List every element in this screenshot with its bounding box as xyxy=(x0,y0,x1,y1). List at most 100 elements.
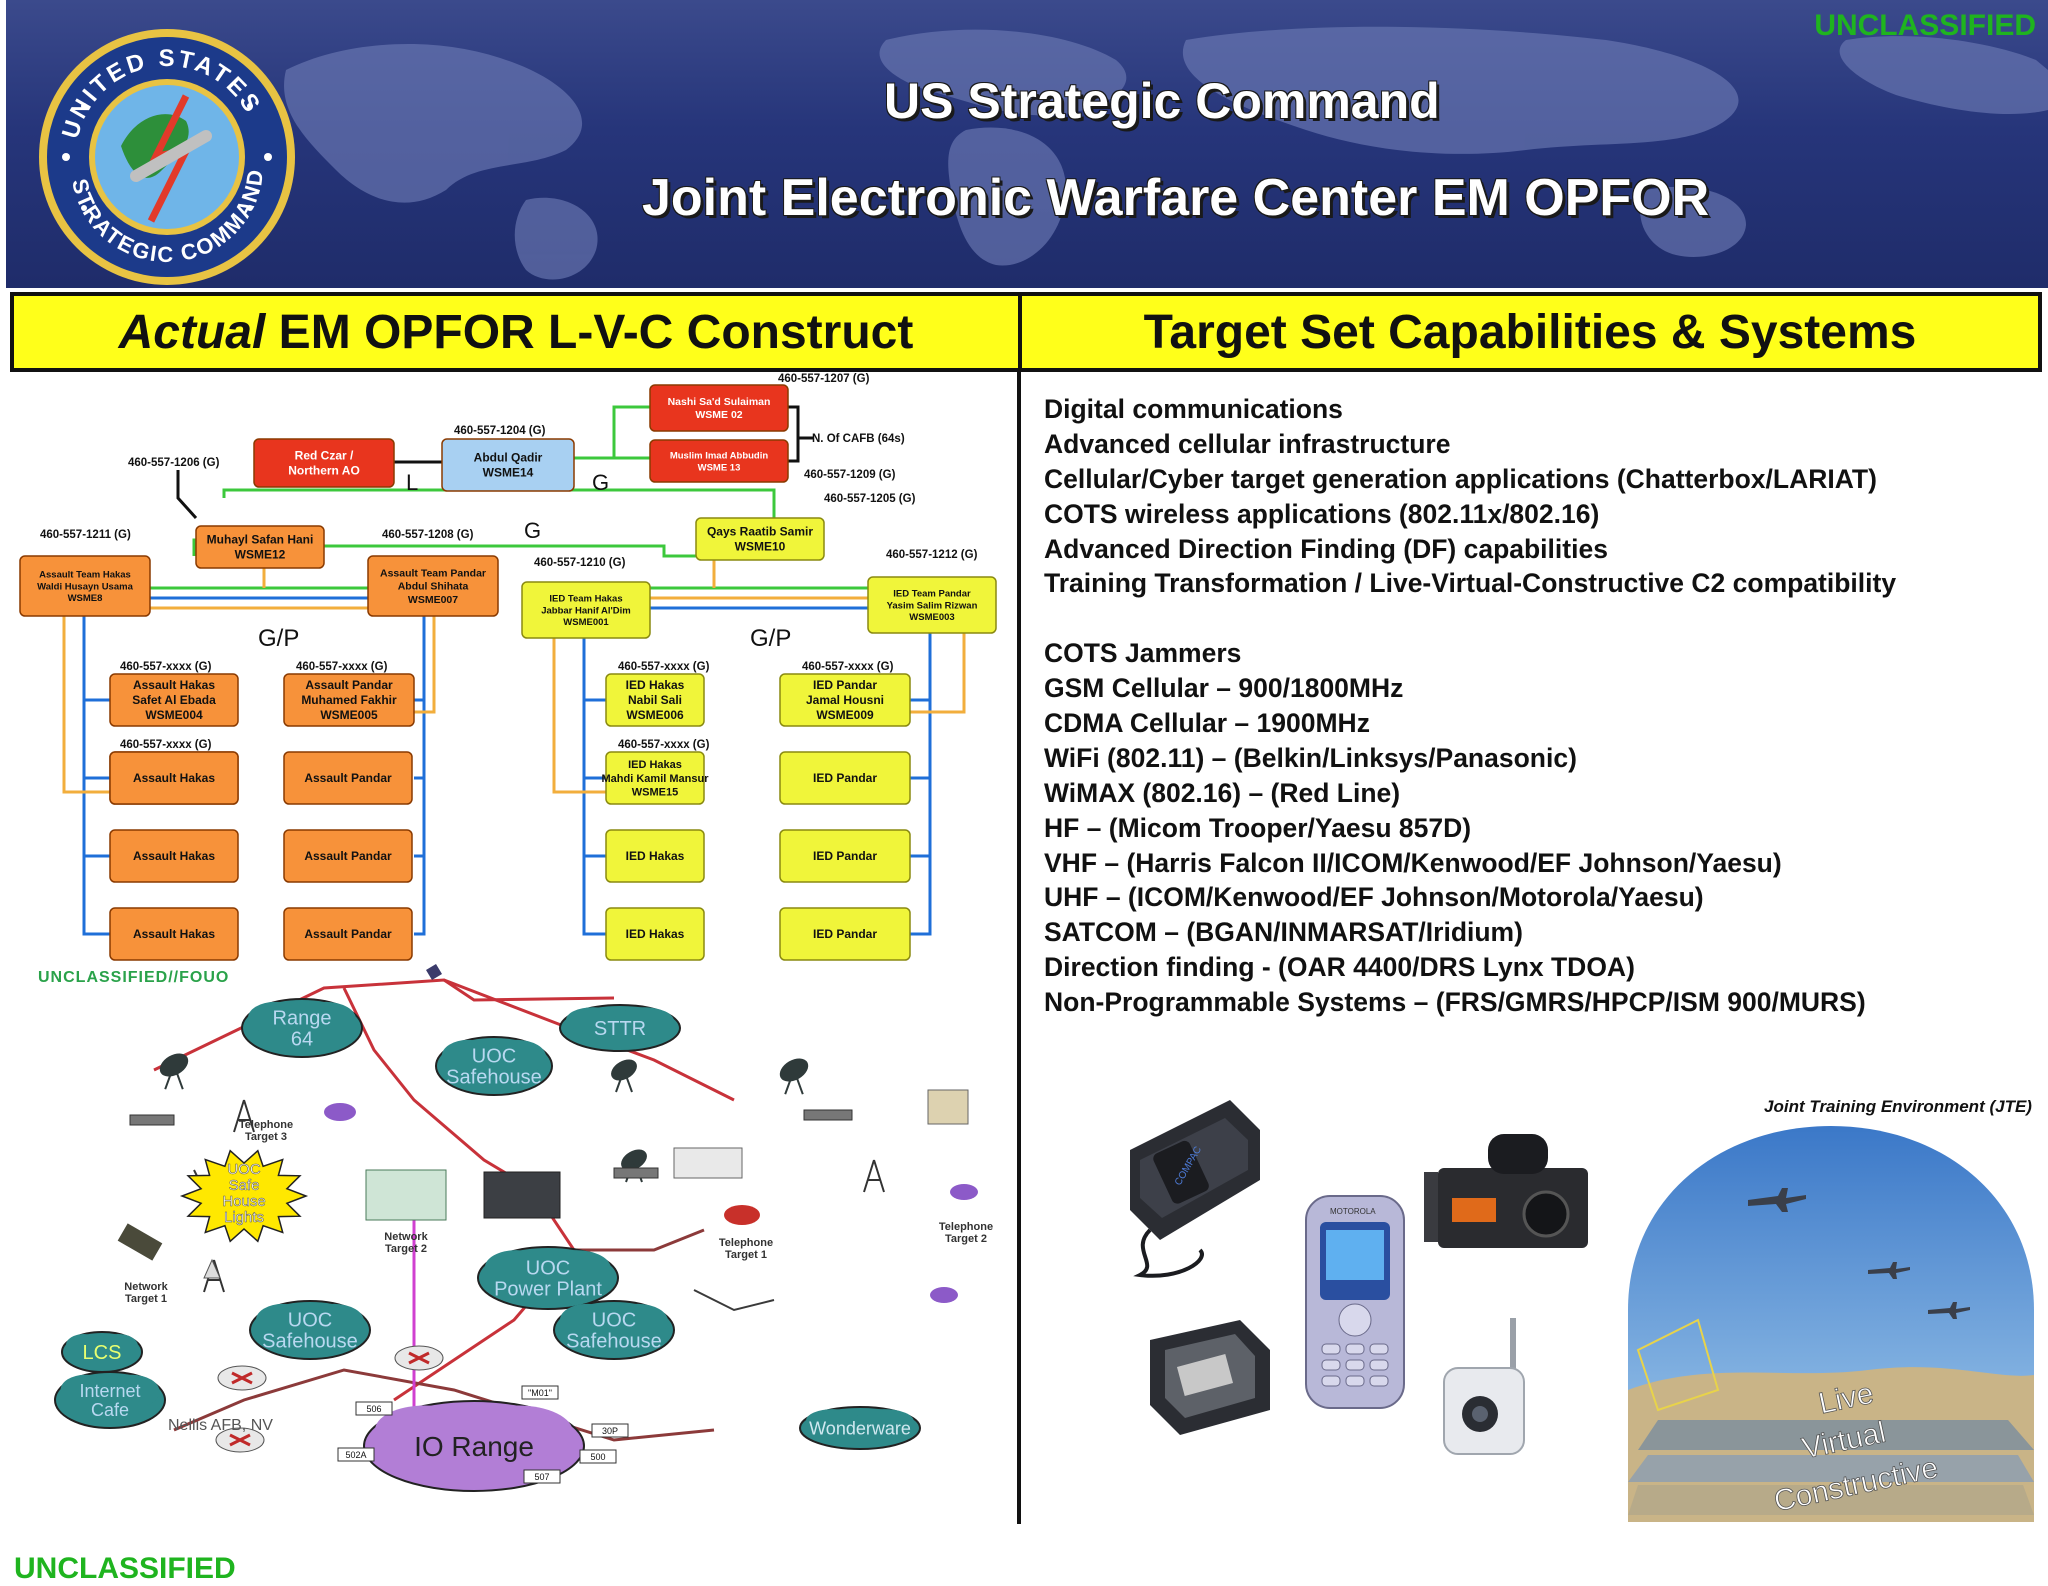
capability-item: UHF – (ICOM/Kenwood/EF Johnson/Motorola/… xyxy=(1044,882,1704,913)
cloud-label: Power Plant xyxy=(494,1279,602,1301)
network-switch-icon xyxy=(803,1109,853,1121)
cloud-puff xyxy=(608,1303,668,1339)
org-node-label: Nabil Sali xyxy=(628,693,682,707)
phone-handset-icon xyxy=(950,1184,978,1200)
org-link xyxy=(582,638,606,936)
org-node-label: Qays Raatib Samir xyxy=(707,525,813,539)
network-target-label: Telephone xyxy=(719,1237,773,1249)
org-link xyxy=(910,633,932,936)
building-tag-label: "M01" xyxy=(528,1388,552,1398)
cloud-label: 64 xyxy=(291,1029,313,1051)
cloud-label: Safehouse xyxy=(262,1331,358,1353)
org-node-label: Safet Al Ebada xyxy=(132,693,216,707)
org-node-label: WSME006 xyxy=(626,708,684,722)
burst-label: House xyxy=(222,1193,265,1210)
cell-phone-image: MOTOROLA xyxy=(1305,1195,1405,1409)
server-rack-icon xyxy=(365,1169,447,1221)
building-tag-box xyxy=(337,1447,375,1462)
header-italic-word: Actual xyxy=(118,305,266,359)
org-node-box xyxy=(109,673,239,727)
nellis-label: Nellis AFB, NV xyxy=(168,1417,273,1434)
phone-handset-icon xyxy=(930,1287,958,1303)
org-node-assault_pandar: Assault Pandar xyxy=(283,829,413,883)
capability-item: VHF – (Harris Falcon II/ICOM/Kenwood/EF … xyxy=(1044,847,1782,878)
org-node-ied_pandar: IED Pandar xyxy=(779,751,911,805)
cloud-puff xyxy=(98,1334,138,1358)
radio-tower-icon xyxy=(863,1159,885,1193)
org-link xyxy=(222,488,776,518)
cloud-label: STTR xyxy=(594,1018,646,1040)
org-node-ied_hakas: IED Hakas xyxy=(605,829,705,883)
network-target-label: Network xyxy=(384,1231,428,1243)
org-node-box xyxy=(283,907,413,961)
cloud-puff xyxy=(806,1409,860,1433)
cloud-label: LCS xyxy=(83,1342,122,1364)
org-node-label: Muslim Imad Abbudin xyxy=(670,450,769,461)
cloud-puff xyxy=(854,1409,914,1435)
org-node-assault_hakas: Assault Hakas xyxy=(109,829,239,883)
cloud-label: Safehouse xyxy=(566,1331,662,1353)
network-target-label: Target 1 xyxy=(725,1249,767,1261)
org-node-label: WSME009 xyxy=(816,708,874,722)
capability-item: HF – (Micom Trooper/Yaesu 857D) xyxy=(1044,812,1472,843)
org-node-label: IED Team Pandar xyxy=(893,588,971,599)
cloud-lcs: LCS xyxy=(61,1331,143,1373)
network-switch-icon xyxy=(129,1114,175,1126)
classification-marking-top: UNCLASSIFIED xyxy=(1814,9,2036,42)
wifi-camera-image xyxy=(1443,1318,1525,1455)
dish-stand xyxy=(615,1069,633,1093)
phone-handset-icon xyxy=(724,1205,760,1225)
capability-item: SATCOM – (BGAN/INMARSAT/Iridium) xyxy=(1044,917,1523,948)
satellite-dish-icon xyxy=(159,1053,189,1090)
org-node-label: IED Team Hakas xyxy=(549,593,622,604)
org-node-label: WSME005 xyxy=(320,708,378,722)
org-node-box xyxy=(109,907,239,961)
router-icon xyxy=(215,1427,265,1453)
strategic-command-seal: UNITED STATES STRATEGIC COMMAND xyxy=(39,29,295,285)
network-target-label: Target 2 xyxy=(385,1243,427,1255)
org-node-label: IED Pandar xyxy=(813,771,877,785)
network-target-label: Telephone xyxy=(239,1119,293,1131)
org-node-box xyxy=(521,581,651,639)
org-node-label: Assault Hakas xyxy=(133,849,215,863)
capability-item: Direction finding - (OAR 4400/DRS Lynx T… xyxy=(1044,952,1635,983)
org-node-box xyxy=(779,829,911,883)
org-node-label: Jamal Housni xyxy=(806,693,884,707)
org-node-box xyxy=(283,829,413,883)
network-diagram: UNCLASSIFIED//FOUO Range64UOCSafehouseST… xyxy=(38,964,993,1492)
org-node-box xyxy=(19,555,151,617)
org-node-box xyxy=(605,673,705,727)
cloud-label: IO Range xyxy=(414,1431,534,1462)
capability-item: CDMA Cellular – 1900MHz xyxy=(1044,708,1370,739)
rugged-case-image xyxy=(1150,1320,1270,1435)
org-node-redczar: Red Czar /Northern AO xyxy=(253,438,395,488)
org-node-label: Waldi Husayn Usama xyxy=(37,581,133,592)
building-tag-label: 502A xyxy=(345,1450,366,1460)
link-type-label: L xyxy=(406,470,418,495)
dish-stand xyxy=(164,1064,184,1090)
dish-reflector xyxy=(159,1053,189,1077)
org-node-label: Assault Pandar xyxy=(305,678,393,692)
building-tag-box xyxy=(521,1385,559,1400)
org-node-label: IED Hakas xyxy=(628,759,682,771)
phone-number-label: 460-557-1207 (G) xyxy=(778,373,870,385)
org-node-label: WSME001 xyxy=(563,617,609,628)
network-link xyxy=(693,1289,775,1312)
org-node-box xyxy=(605,907,705,961)
org-node-box xyxy=(283,751,413,805)
org-node-box xyxy=(367,555,499,617)
org-link xyxy=(552,638,606,794)
cloud-puff xyxy=(256,1303,310,1336)
org-link xyxy=(414,616,436,714)
org-node-label: WSME10 xyxy=(735,540,786,554)
org-link xyxy=(414,616,426,936)
building-tag-box xyxy=(579,1449,617,1464)
org-node-label: Muhamed Fakhir xyxy=(301,693,397,707)
